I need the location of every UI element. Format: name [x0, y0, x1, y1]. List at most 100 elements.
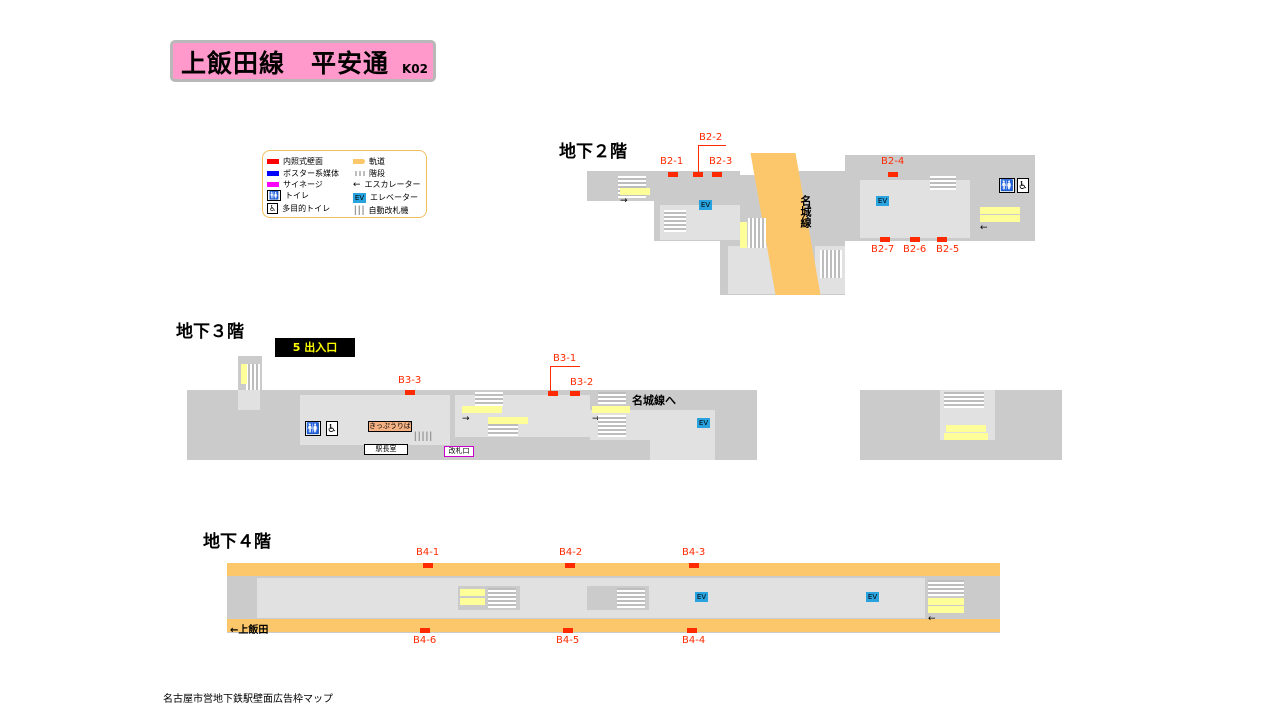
accessible-toilet-icon: ♿	[267, 203, 279, 214]
b3-escalator-2: →	[488, 417, 528, 435]
ad-label-b2-3: B2-3	[709, 156, 733, 167]
legend-item-ticket-gate: ┃┃┃ 自動改札機	[353, 206, 409, 215]
ad-label-b2-4: B2-4	[881, 156, 905, 167]
b2-2-leader-v	[698, 145, 699, 172]
magenta-swatch-icon	[267, 182, 279, 187]
b3-escalator-1: →	[462, 406, 502, 424]
ad-slot-b2-1[interactable]	[668, 172, 678, 177]
ad-slot-b4-2[interactable]	[565, 563, 575, 568]
b3-stairs-4	[598, 415, 626, 437]
b2-stairs-right	[930, 176, 956, 190]
b3-exit-stairs	[246, 364, 260, 390]
ad-slot-b2-3[interactable]	[712, 172, 722, 177]
ad-label-b3-3: B3-3	[398, 375, 422, 386]
legend-item-toilet: 🚻 トイレ	[267, 190, 309, 201]
b2-elevator-2: EV	[876, 196, 889, 206]
accessible-toilet-icon: ♿	[1017, 178, 1029, 193]
b2-line-name: 名城線	[799, 195, 812, 228]
escalator-arrow-icon: ←	[928, 614, 936, 624]
b3-exit-escalator	[241, 364, 247, 384]
ad-slot-b4-5[interactable]	[563, 628, 573, 633]
b2-stairs-inner	[664, 210, 686, 232]
ad-slot-b4-4[interactable]	[687, 628, 697, 633]
b2-escalator-left: →	[620, 188, 650, 206]
floor-b2-label: 地下２階	[559, 142, 627, 162]
b4-stairs-east	[928, 580, 964, 596]
elevator-icon: EV	[353, 192, 366, 203]
escalator-arrow-icon: ←	[353, 179, 361, 190]
exit-5-sign: 5 出入口	[275, 338, 355, 357]
b3-elevator: EV	[697, 418, 710, 428]
ad-slot-b4-6[interactable]	[420, 628, 430, 633]
ad-slot-b3-3[interactable]	[405, 390, 415, 395]
legend-item-poster: ポスター系媒体	[267, 168, 339, 179]
ad-label-b4-1: B4-1	[416, 547, 440, 558]
b2-escalator-center	[740, 222, 747, 248]
b3-stairs-2	[488, 424, 518, 436]
legend-item-elevator: EV エレベーター	[353, 192, 418, 203]
ad-label-b4-2: B4-2	[559, 547, 583, 558]
ad-label-b2-6: B2-6	[903, 244, 927, 255]
b4-escalator-1b	[460, 598, 485, 605]
ad-slot-b2-7[interactable]	[880, 237, 890, 242]
footer-caption: 名古屋市営地下鉄駅壁面広告枠マップ	[163, 694, 333, 705]
station-code: K02	[402, 62, 428, 76]
b4-track-lower	[227, 619, 1000, 632]
ticket-machines: きっぷうりば	[368, 421, 412, 432]
legend-item-stairs: 階段	[353, 168, 385, 179]
legend-item-signage: サイネージ	[267, 179, 323, 190]
b4-elevator-2: EV	[866, 592, 879, 602]
b4-escalator-east-2: ←	[928, 606, 964, 624]
red-swatch-icon	[267, 159, 279, 164]
b3-1-leader	[550, 366, 580, 367]
ad-slot-b3-2[interactable]	[570, 391, 580, 396]
b4-escalator-1a: →	[460, 589, 485, 607]
station-title: 上飯田線 平安通	[181, 49, 390, 78]
ad-slot-b2-5[interactable]	[937, 237, 947, 242]
station-master-office: 駅長室	[364, 444, 408, 455]
station-title-box	[170, 40, 436, 82]
toilet-icon: 🚻	[305, 421, 321, 436]
ad-slot-b2-6[interactable]	[910, 237, 920, 242]
ad-label-b4-6: B4-6	[413, 635, 437, 646]
b3-direction-meijo: 名城線へ	[632, 394, 676, 407]
ad-slot-b4-3[interactable]	[689, 563, 699, 568]
ticket-gate-label: 改札口	[444, 446, 474, 457]
track-swatch-icon	[353, 159, 365, 164]
ad-label-b2-7: B2-7	[871, 244, 895, 255]
blue-swatch-icon	[267, 171, 279, 176]
b3-east-stairs	[944, 392, 984, 408]
ticket-gate-icon: ┃┃┃┃┃	[413, 432, 433, 441]
b4-direction-kamiiida: ←上飯田	[230, 625, 269, 636]
escalator-arrow-icon: →	[620, 196, 628, 206]
b2-escalator-right-1: →	[980, 207, 1020, 225]
b3-facility-area	[300, 395, 450, 445]
toilet-icon: 🚻	[267, 190, 281, 201]
b3-exit-landing	[238, 390, 260, 410]
ad-label-b2-1: B2-1	[660, 156, 684, 167]
b2-stairs-center	[748, 218, 766, 248]
toilet-icon: 🚻	[999, 178, 1015, 193]
floor-b4-label: 地下４階	[203, 532, 271, 552]
b3-east-escalator-1	[946, 425, 986, 432]
ad-label-b2-2: B2-2	[699, 132, 723, 143]
ad-label-b4-4: B4-4	[682, 635, 706, 646]
legend-item-multipurpose-toilet: ♿ 多目的トイレ	[267, 203, 331, 214]
ticket-gate-icon: ┃┃┃	[353, 206, 365, 215]
legend-item-escalator: ← エスカレーター	[353, 179, 421, 190]
b4-escalator-east-1	[928, 598, 964, 605]
b4-stairs-1	[488, 588, 516, 608]
legend-item-illuminated: 内照式壁面	[267, 156, 323, 167]
b3-stairs-3	[598, 392, 626, 404]
ad-slot-b3-1[interactable]	[548, 391, 558, 396]
ad-slot-b2-2[interactable]	[693, 172, 703, 177]
b3-1-leader-v	[550, 366, 551, 392]
stairs-icon	[353, 171, 365, 176]
b2-stairs-lower	[820, 250, 842, 278]
ad-slot-b4-1[interactable]	[423, 563, 433, 568]
b4-elevator-1: EV	[695, 592, 708, 602]
ad-slot-b2-4[interactable]	[888, 172, 898, 177]
accessible-toilet-icon: ♿	[326, 421, 338, 436]
ad-label-b4-5: B4-5	[556, 635, 580, 646]
floor-b3-label: 地下３階	[176, 322, 244, 342]
